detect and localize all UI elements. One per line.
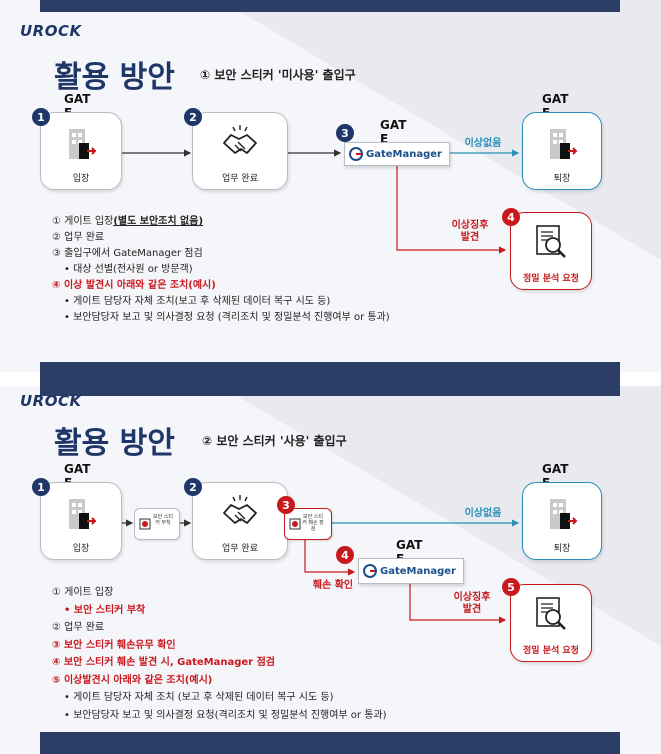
- flow-damage-label: 훼손 확인: [312, 580, 354, 591]
- step-number: 5: [502, 578, 520, 596]
- gatemanager-box: GateManager: [344, 142, 450, 166]
- slide-divider-bar: [40, 362, 620, 386]
- logo: UROCK: [20, 392, 82, 410]
- gatemanager-logo-icon: [349, 147, 363, 161]
- step-number: 1: [32, 478, 50, 496]
- door-exit-icon: [69, 129, 97, 159]
- note-item: ④ 보안 스티커 훼손 발견 시, GateManager 점검: [52, 657, 275, 668]
- bottom-bar: [40, 732, 620, 754]
- notes-list: ① 게이트 입장(별도 보안조치 없음) ② 업무 완료 ③ 출입구에서 Gat…: [52, 214, 390, 326]
- step-analysis-box: 정밀 분석 요청: [510, 212, 592, 290]
- handshake-icon: [223, 125, 257, 154]
- top-bar: [40, 0, 620, 12]
- note-item: ② 업무 완료: [52, 232, 105, 243]
- flow-normal-label: 이상없음: [464, 508, 502, 519]
- step-work-box: 업무 완료: [192, 112, 288, 190]
- gatemanager-box: GateManager: [358, 558, 464, 584]
- step-exit-box: 퇴장: [522, 112, 602, 190]
- step-work-label: 업무 완료: [222, 544, 258, 554]
- note-item: • 대상 선별(전사원 or 방문객): [64, 264, 193, 275]
- note-item: • 게이트 담당자 자체 조치 (보고 후 삭제된 데이터 복구 시도 등): [64, 692, 334, 703]
- notes-list: ① 게이트 입장 • 보안 스티커 부착 ② 업무 완료 ③ 보안 스티커 훼손…: [52, 584, 387, 724]
- step-number: 2: [184, 478, 202, 496]
- step-number: 3: [277, 496, 295, 514]
- note-item: ① 게이트 입장(별도 보안조치 없음): [52, 216, 204, 227]
- flow-arrows: [120, 149, 520, 254]
- note-item: ③ 출입구에서 GateManager 점검: [52, 248, 203, 259]
- note-item: • 보안 스티커 부착: [64, 604, 146, 616]
- flow-abnormal-label: 이상징후 발견: [451, 220, 489, 243]
- step-entry-label: 입장: [72, 544, 90, 554]
- flow-abnormal-label: 이상징후 발견: [453, 592, 491, 615]
- note-item: ⑤ 이상발견시 아래와 같은 조치(예시): [52, 674, 213, 686]
- door-exit-icon: [69, 499, 97, 529]
- step-number: 2: [184, 108, 202, 126]
- note-item: ④ 이상 발견시 아래와 같은 조치(예시): [52, 280, 216, 291]
- note-item: • 게이트 담당자 자체 조치(보고 후 삭제된 데이터 복구 시도 등): [64, 296, 331, 307]
- step-work-box: 업무 완료: [192, 482, 288, 560]
- note-item: • 보안담당자 보고 및 의사결정 요청(격리조치 및 정밀분석 진행여부 or…: [64, 709, 387, 721]
- note-item: ③ 보안 스티커 훼손유무 확인: [52, 639, 176, 651]
- slide-1: UROCK 활용 방안 ① 보안 스티커 '미사용' 출입구 GAT E 입장 …: [0, 0, 661, 372]
- gatemanager-label: GateManager: [380, 565, 456, 577]
- sticker-icon: [289, 518, 301, 530]
- door-exit-icon: [550, 499, 578, 529]
- sticker-attach-box: 보안 스티커 부착: [134, 508, 180, 540]
- page-title: 활용 방안: [54, 60, 175, 95]
- door-exit-icon: [550, 129, 578, 159]
- sticker-attach-label: 보안 스티커 부착: [153, 514, 173, 526]
- step-exit-box: 퇴장: [522, 482, 602, 560]
- step-number: 1: [32, 108, 50, 126]
- sticker-check-label: 보안 스티커 훼손 점검: [302, 514, 324, 532]
- flow-normal-label: 이상없음: [464, 138, 502, 149]
- step-number: 4: [336, 546, 354, 564]
- magnifier-document-icon: [536, 597, 566, 630]
- step-analysis-label: 정밀 분석 요청: [523, 646, 579, 656]
- step-analysis-box: 정밀 분석 요청: [510, 584, 592, 662]
- gate-label: GAT E: [380, 118, 407, 146]
- handshake-icon: [223, 495, 257, 524]
- top-bar: [40, 386, 620, 396]
- sticker-icon: [139, 518, 151, 530]
- step-exit-label: 퇴장: [553, 544, 571, 554]
- step-entry-box: 입장: [40, 482, 122, 560]
- logo: UROCK: [20, 22, 82, 40]
- step-entry-box: 입장: [40, 112, 122, 190]
- gatemanager-logo-icon: [363, 564, 377, 578]
- note-item: ② 업무 완료: [52, 622, 105, 633]
- note-item: ① 게이트 입장: [52, 587, 114, 598]
- step-work-label: 업무 완료: [222, 174, 258, 184]
- step-number: 3: [336, 124, 354, 142]
- page-subtitle: ① 보안 스티커 '미사용' 출입구: [200, 68, 356, 82]
- note-item: • 보안담당자 보고 및 의사결정 요청 (격리조치 및 정밀분석 진행여부 o…: [64, 312, 390, 323]
- step-entry-label: 입장: [72, 174, 90, 184]
- step-exit-label: 퇴장: [553, 174, 571, 184]
- page-title: 활용 방안: [54, 426, 175, 461]
- page-subtitle: ② 보안 스티커 '사용' 출입구: [202, 434, 347, 448]
- magnifier-document-icon: [536, 225, 566, 258]
- step-number: 4: [502, 208, 520, 226]
- sticker-check-box: 보안 스티커 훼손 점검: [284, 508, 332, 540]
- step-analysis-label: 정밀 분석 요청: [523, 274, 579, 284]
- gatemanager-label: GateManager: [366, 148, 442, 160]
- slide-2: UROCK 활용 방안 ② 보안 스티커 '사용' 출입구 GAT E 입장 1: [0, 386, 661, 754]
